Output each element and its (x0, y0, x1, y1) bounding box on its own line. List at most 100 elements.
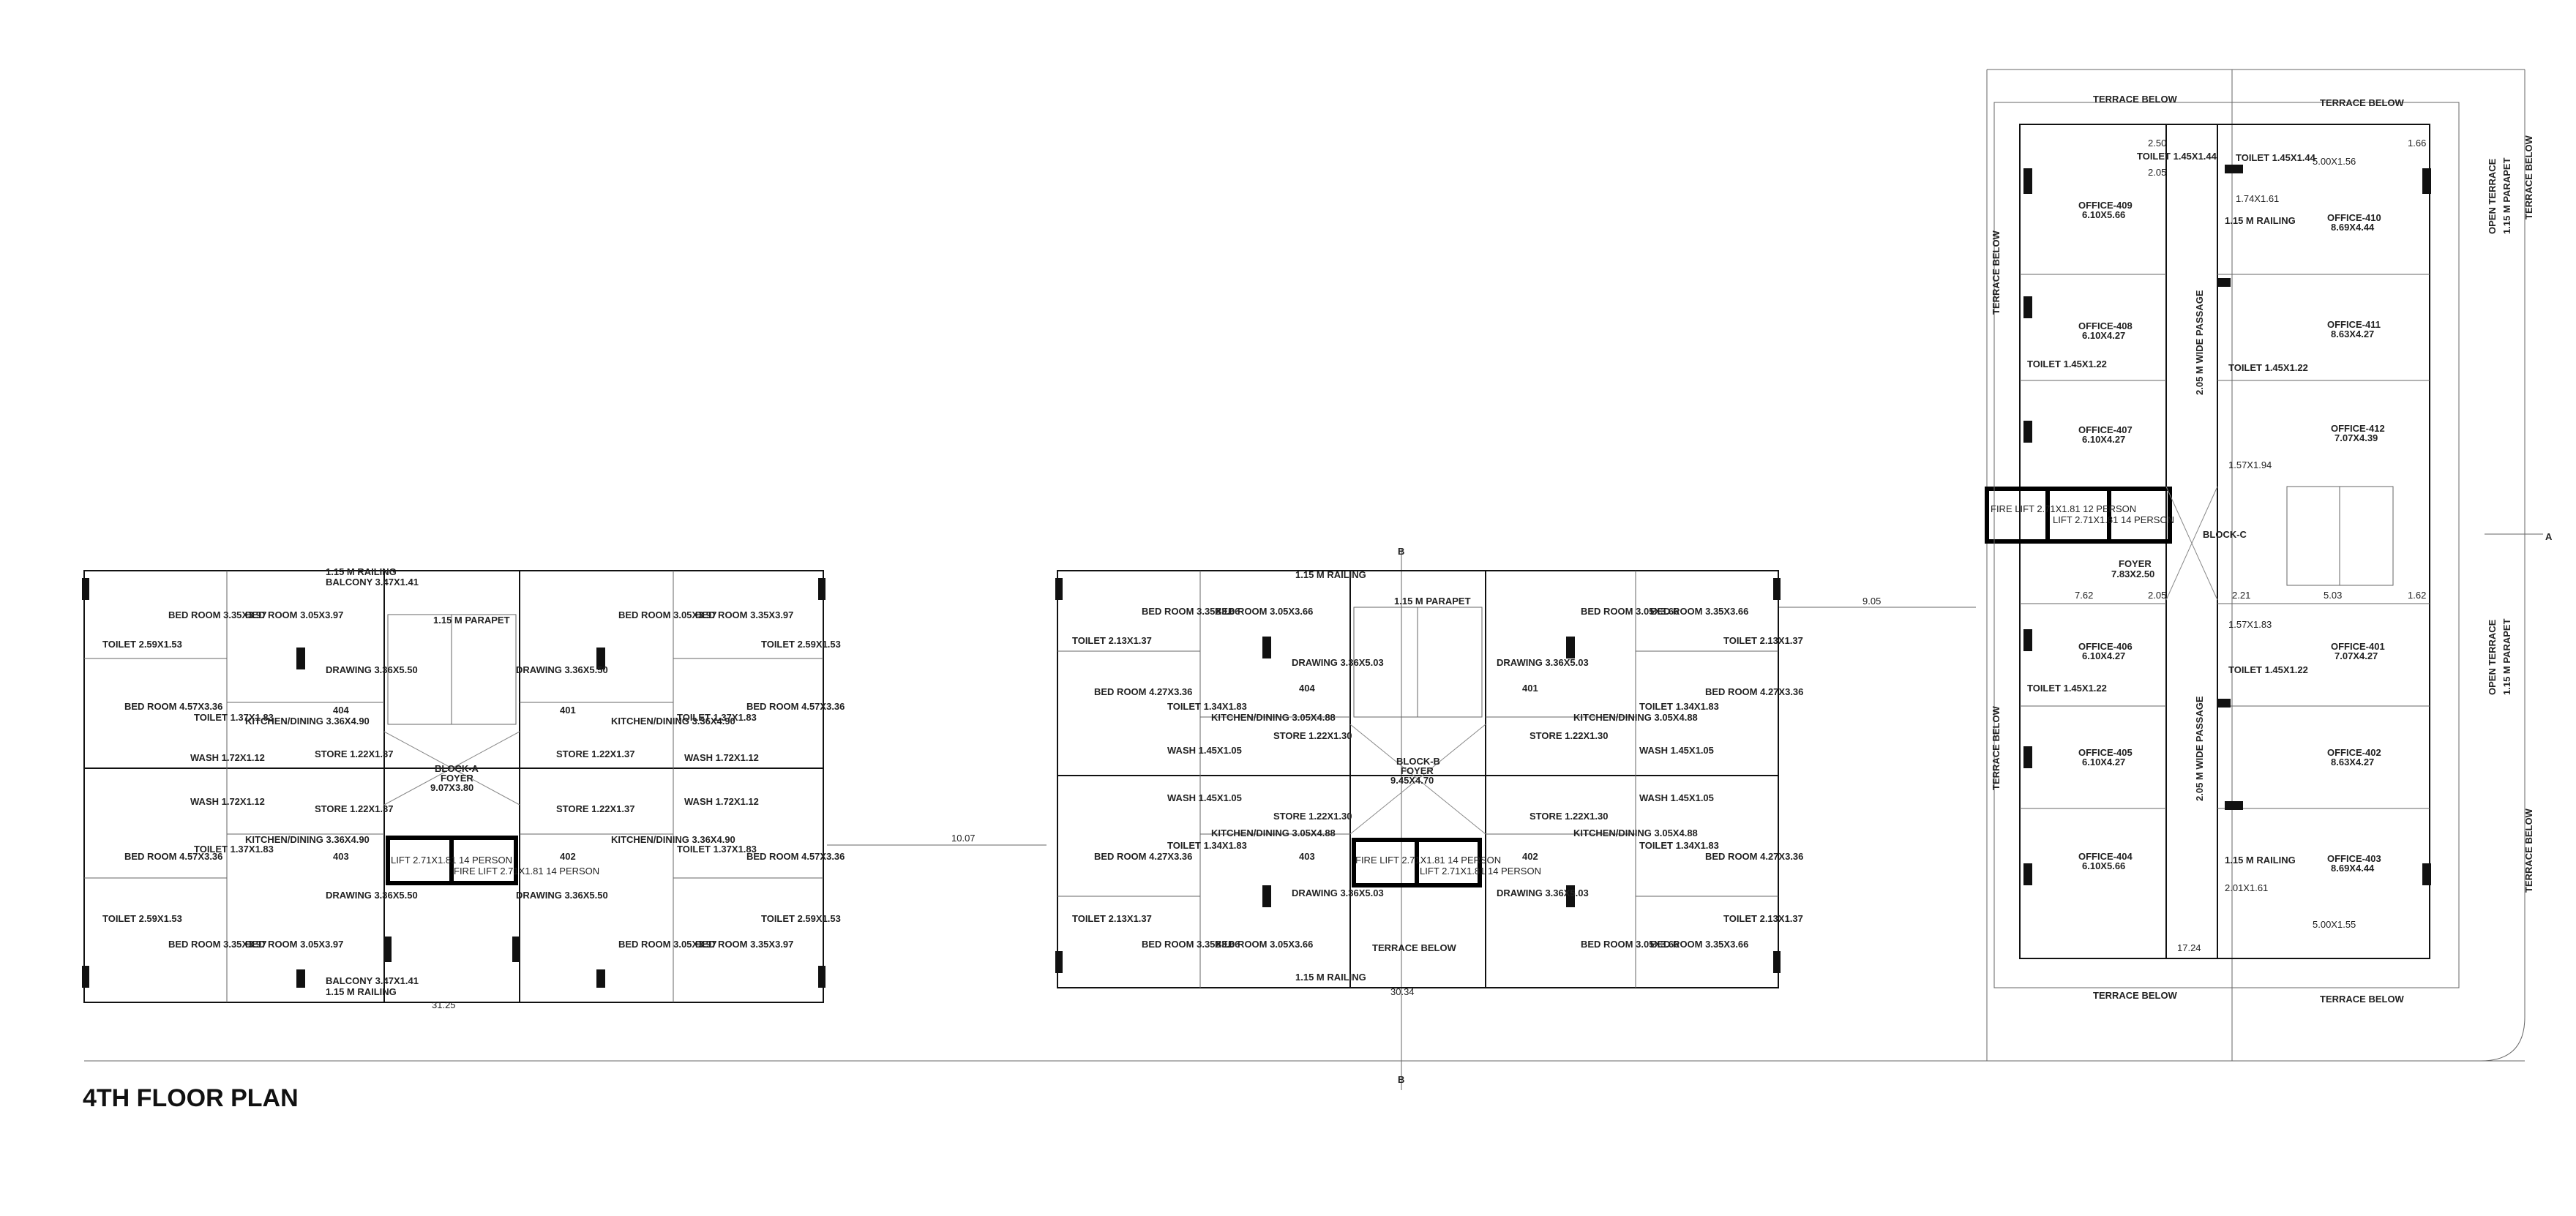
svg-text:BED ROOM 3.35X3.66: BED ROOM 3.35X3.66 (1650, 939, 1748, 950)
svg-text:KITCHEN/DINING 3.36X4.90: KITCHEN/DINING 3.36X4.90 (611, 716, 735, 727)
parapet-c-1: 1.15 M PARAPET (2501, 157, 2512, 234)
svg-text:8.69X4.44: 8.69X4.44 (2331, 863, 2375, 874)
svg-text:6.10X4.27: 6.10X4.27 (2082, 434, 2125, 445)
svg-text:KITCHEN/DINING 3.36X4.90: KITCHEN/DINING 3.36X4.90 (611, 834, 735, 845)
block-a-unit-401: 401 BED ROOM 3.05X3.97 BED ROOM 3.35X3.9… (516, 609, 845, 763)
svg-text:BED ROOM 4.57X3.36: BED ROOM 4.57X3.36 (746, 851, 845, 862)
svg-text:1.66: 1.66 (2408, 138, 2426, 149)
svg-text:KITCHEN/DINING 3.36X4.90: KITCHEN/DINING 3.36X4.90 (245, 834, 370, 845)
svg-text:OFFICE-402: OFFICE-402 (2327, 747, 2381, 758)
svg-text:BED ROOM 3.05X3.66: BED ROOM 3.05X3.66 (1581, 606, 1679, 617)
svg-text:BED ROOM 3.35X3.97: BED ROOM 3.35X3.97 (168, 939, 266, 950)
block-a-lift: LIFT 2.71X1.81 14 PERSON (391, 855, 512, 866)
svg-text:6.10X4.27: 6.10X4.27 (2082, 757, 2125, 767)
svg-text:BED ROOM 4.57X3.36: BED ROOM 4.57X3.36 (124, 851, 222, 862)
svg-text:TOILET 1.45X1.22: TOILET 1.45X1.22 (2027, 359, 2107, 369)
svg-text:OFFICE-404: OFFICE-404 (2078, 851, 2133, 862)
svg-text:DRAWING 3.36X5.50: DRAWING 3.36X5.50 (326, 664, 418, 675)
svg-text:BED ROOM 4.57X3.36: BED ROOM 4.57X3.36 (124, 701, 222, 712)
block-c-lift: LIFT 2.71X1.81 14 PERSON (2053, 514, 2174, 525)
block-b-foyer-size: 9.45X4.70 (1390, 775, 1434, 786)
svg-text:8.63X4.27: 8.63X4.27 (2331, 329, 2374, 339)
svg-text:401: 401 (1522, 683, 1538, 694)
svg-text:KITCHEN/DINING 3.05X4.88: KITCHEN/DINING 3.05X4.88 (1211, 712, 1336, 723)
svg-text:OFFICE-406: OFFICE-406 (2078, 641, 2133, 652)
svg-text:7.62: 7.62 (2075, 590, 2093, 601)
svg-text:2.50: 2.50 (2148, 138, 2166, 149)
svg-text:TOILET 2.13X1.37: TOILET 2.13X1.37 (1072, 635, 1152, 646)
passage-upper: 2.05 M WIDE PASSAGE (2194, 290, 2205, 395)
terrace-below-left-lower: TERRACE BELOW (1991, 705, 2002, 790)
svg-text:DRAWING 3.36X5.50: DRAWING 3.36X5.50 (516, 890, 608, 901)
svg-text:TOILET 1.37X1.83: TOILET 1.37X1.83 (677, 712, 757, 723)
svg-text:TOILET 2.59X1.53: TOILET 2.59X1.53 (102, 639, 182, 650)
svg-text:TOILET 2.13X1.37: TOILET 2.13X1.37 (1072, 913, 1152, 924)
block-b-unit-404: 404 BED ROOM 3.35X3.66 BED ROOM 3.05X3.6… (1072, 606, 1384, 756)
svg-text:2.05: 2.05 (2148, 590, 2166, 601)
svg-text:BED ROOM 3.05X3.66: BED ROOM 3.05X3.66 (1215, 939, 1313, 950)
block-b-label: BLOCK-B (1396, 756, 1440, 767)
dim-block-a-width: 31.25 (432, 999, 456, 1010)
svg-text:TOILET 1.37X1.83: TOILET 1.37X1.83 (194, 712, 274, 723)
block-c-toilets: TOILET 1.45X1.22 TOILET 1.45X1.22 TOILET… (2027, 151, 2316, 694)
terrace-below-right-1: TERRACE BELOW (2523, 135, 2534, 219)
svg-text:STORE 1.22X1.30: STORE 1.22X1.30 (1530, 811, 1608, 822)
svg-text:BED ROOM 3.35X3.97: BED ROOM 3.35X3.97 (695, 609, 793, 620)
block-a-fire-lift: FIRE LIFT 2.71X1.81 14 PERSON (454, 866, 599, 877)
svg-text:STORE 1.22X1.30: STORE 1.22X1.30 (1530, 730, 1608, 741)
block-b-unit-403: 403 BED ROOM 4.27X3.36 BED ROOM 3.35X3.6… (1072, 792, 1384, 950)
svg-text:BED ROOM 3.05X3.66: BED ROOM 3.05X3.66 (1215, 606, 1313, 617)
svg-text:BED ROOM 3.05X3.97: BED ROOM 3.05X3.97 (245, 609, 343, 620)
svg-text:STORE 1.22X1.37: STORE 1.22X1.37 (556, 748, 634, 759)
svg-text:STORE 1.22X1.37: STORE 1.22X1.37 (315, 803, 393, 814)
svg-text:TOILET 2.59X1.53: TOILET 2.59X1.53 (761, 913, 841, 924)
svg-text:BED ROOM 3.05X3.66: BED ROOM 3.05X3.66 (1581, 939, 1679, 950)
svg-text:TOILET 1.45X1.44: TOILET 1.45X1.44 (2137, 151, 2217, 162)
svg-text:404: 404 (333, 705, 349, 716)
block-b-railing-top: 1.15 M RAILING (1295, 569, 1366, 580)
svg-text:6.10X4.27: 6.10X4.27 (2082, 330, 2125, 341)
block-a-unit-403: 403 BED ROOM 4.57X3.36 BED ROOM 3.35X3.9… (102, 796, 418, 950)
terrace-below-right-2: TERRACE BELOW (2523, 808, 2534, 893)
svg-text:DRAWING 3.36X5.03: DRAWING 3.36X5.03 (1497, 657, 1589, 668)
svg-text:TOILET 1.45X1.22: TOILET 1.45X1.22 (2027, 683, 2107, 694)
svg-text:403: 403 (1299, 851, 1315, 862)
block-a-balcony-bottom: BALCONY 3.47X1.41 (326, 975, 419, 986)
svg-text:BED ROOM 3.05X3.97: BED ROOM 3.05X3.97 (618, 939, 716, 950)
svg-text:2.01X1.61: 2.01X1.61 (2225, 882, 2268, 893)
svg-text:DRAWING 3.36X5.03: DRAWING 3.36X5.03 (1497, 887, 1589, 898)
svg-text:TOILET 1.34X1.83: TOILET 1.34X1.83 (1639, 701, 1719, 712)
svg-text:TOILET 1.37X1.83: TOILET 1.37X1.83 (194, 844, 274, 855)
svg-text:1.57X1.94: 1.57X1.94 (2228, 459, 2272, 470)
svg-text:KITCHEN/DINING 3.05X4.88: KITCHEN/DINING 3.05X4.88 (1573, 827, 1698, 838)
svg-text:6.10X5.66: 6.10X5.66 (2082, 209, 2125, 220)
block-a-unit-402: 402 BED ROOM 4.57X3.36 BED ROOM 3.05X3.9… (516, 796, 845, 950)
svg-text:STORE 1.22X1.30: STORE 1.22X1.30 (1273, 730, 1352, 741)
svg-text:5.00X1.56: 5.00X1.56 (2313, 156, 2356, 167)
svg-text:OFFICE-409: OFFICE-409 (2078, 200, 2133, 211)
svg-text:5.03: 5.03 (2324, 590, 2342, 601)
svg-text:BED ROOM 4.27X3.36: BED ROOM 4.27X3.36 (1094, 686, 1192, 697)
section-marker-bottom: B (1398, 1074, 1404, 1085)
svg-text:OFFICE-410: OFFICE-410 (2327, 212, 2381, 223)
svg-text:BED ROOM 3.35X3.66: BED ROOM 3.35X3.66 (1650, 606, 1748, 617)
svg-text:WASH 1.72X1.12: WASH 1.72X1.12 (684, 796, 759, 807)
dim-between-b-c: 9.05 (1862, 596, 1881, 607)
block-a-unit-404: 404 BED ROOM 3.35X3.97 BED ROOM 3.05X3.9… (102, 609, 418, 763)
svg-text:TOILET 1.45X1.44: TOILET 1.45X1.44 (2236, 152, 2316, 163)
svg-text:KITCHEN/DINING 3.36X4.90: KITCHEN/DINING 3.36X4.90 (245, 716, 370, 727)
svg-text:DRAWING 3.36X5.50: DRAWING 3.36X5.50 (516, 664, 608, 675)
svg-text:OFFICE-412: OFFICE-412 (2331, 423, 2385, 434)
block-b-unit-402: 402 BED ROOM 4.27X3.36 BED ROOM 3.05X3.6… (1497, 792, 1803, 950)
svg-text:OFFICE-401: OFFICE-401 (2331, 641, 2385, 652)
offices-left: OFFICE-409 6.10X5.66 OFFICE-408 6.10X4.2… (2078, 200, 2133, 871)
block-c-railing-bottom: 1.15 M RAILING (2225, 855, 2296, 866)
svg-text:WASH 1.72X1.12: WASH 1.72X1.12 (190, 796, 265, 807)
dim-between-a-b: 10.07 (951, 833, 976, 844)
svg-text:1.62: 1.62 (2408, 590, 2426, 601)
terrace-below-left-upper: TERRACE BELOW (1991, 230, 2002, 315)
block-b-foyer: FOYER (1401, 765, 1434, 776)
dim-block-b-width: 30.34 (1390, 986, 1415, 997)
block-c-fire-lift: FIRE LIFT 2.71X1.81 12 PERSON (1991, 503, 2136, 514)
